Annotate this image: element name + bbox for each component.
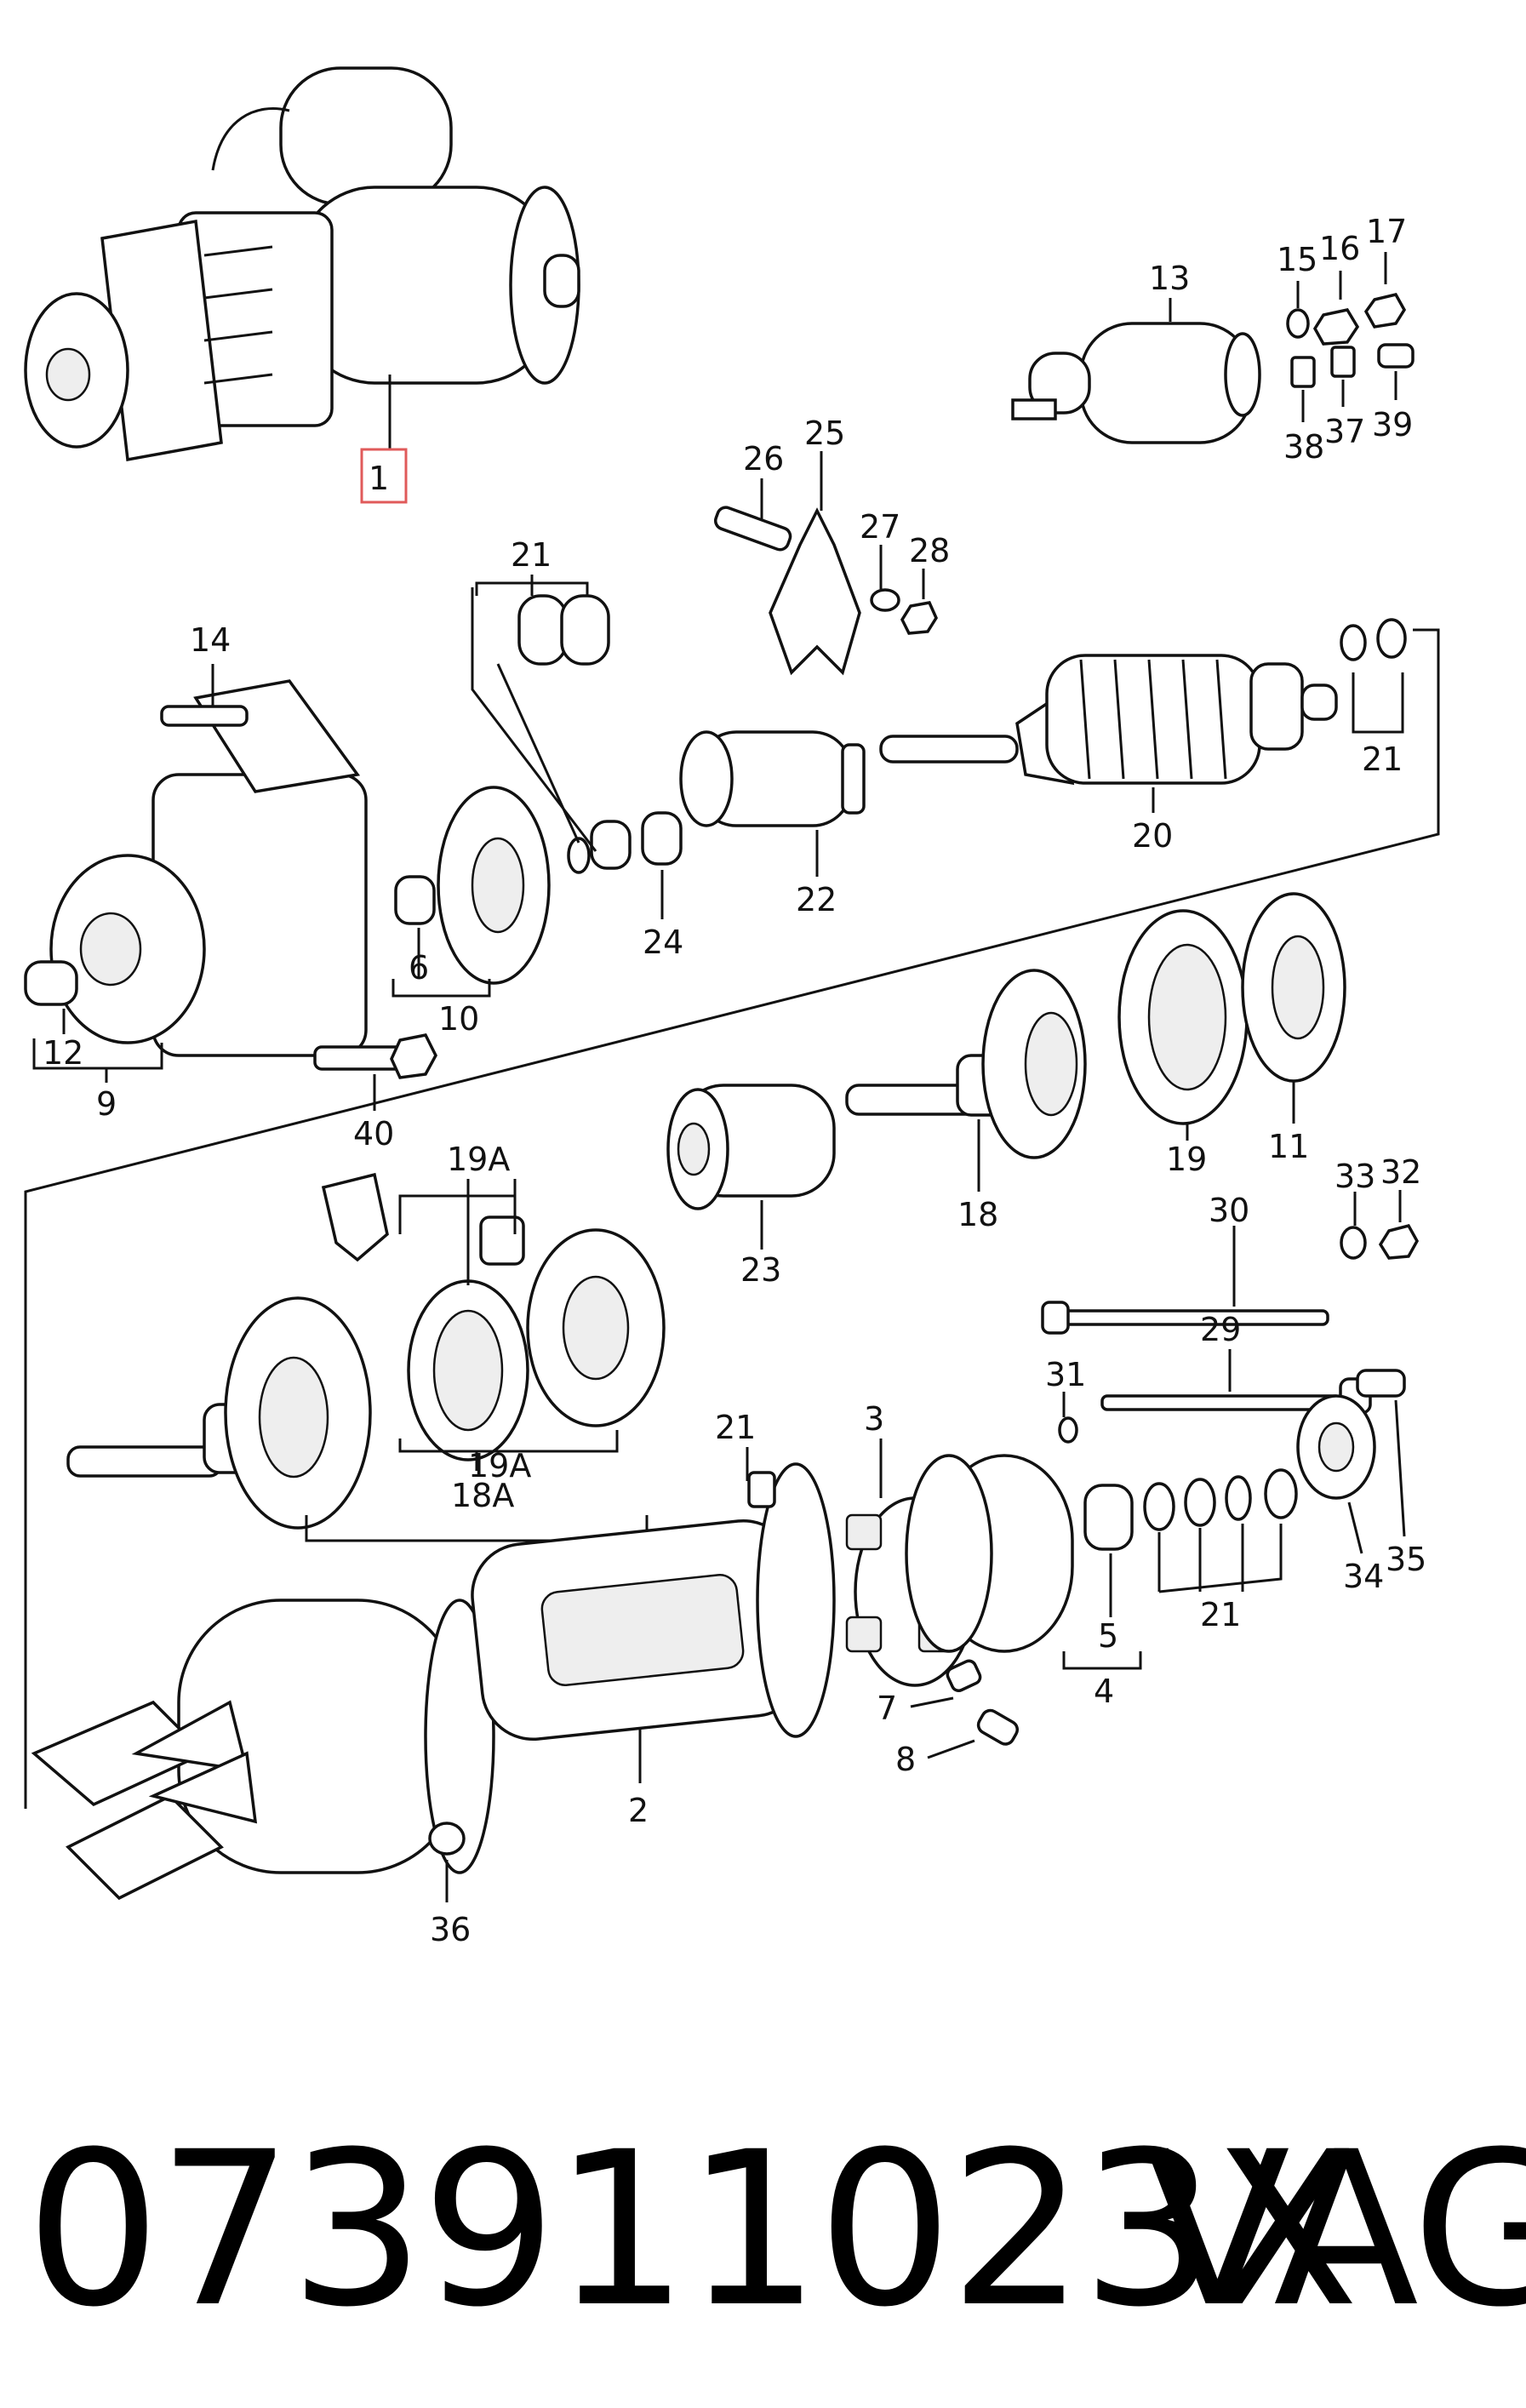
solenoid-switch [31, 1599, 495, 1901]
callout-11: 11 [1268, 1128, 1309, 1165]
callout-39: 39 [1372, 406, 1413, 443]
brand-name: VAG [1145, 2106, 1526, 2354]
callout-18a: 18A [451, 1477, 514, 1514]
callout-32: 32 [1380, 1153, 1421, 1191]
field-frame [471, 1462, 836, 1742]
callout-22: 22 [796, 881, 837, 918]
callout-18: 18 [957, 1196, 998, 1233]
callout-12: 12 [43, 1034, 83, 1072]
intermediate-bearing-plate [437, 786, 551, 985]
callout-1-highlight-box [360, 448, 408, 504]
callout-24: 24 [643, 924, 683, 961]
callout-4: 4 [1094, 1673, 1114, 1710]
callout-33: 33 [1335, 1158, 1375, 1195]
drive-end-housing [24, 679, 368, 1057]
callout-27: 27 [860, 508, 900, 546]
callout-28: 28 [909, 532, 950, 569]
callout-6: 6 [409, 949, 429, 987]
callout-14: 14 [190, 621, 231, 659]
callout-40: 40 [353, 1115, 394, 1153]
callout-36: 36 [430, 1911, 471, 1948]
part-number: 073911023X [26, 2106, 1359, 2354]
part-info-footer: 073911023X VAG [0, 2102, 1526, 2358]
callout-19a-top: 19A [447, 1141, 510, 1178]
callout-21-mid: 21 [715, 1409, 756, 1446]
callout-38: 38 [1283, 428, 1324, 466]
callout-21-top: 21 [511, 536, 552, 574]
bushing-6 [394, 875, 436, 925]
callout-31: 31 [1045, 1356, 1086, 1393]
planetary-assembly-18a [66, 1296, 372, 1530]
grouping-border [471, 587, 597, 852]
end-cap-bushings [1083, 1468, 1298, 1551]
brush-spring-and-screw [946, 1659, 1020, 1746]
armature [879, 618, 1407, 786]
callout-15: 15 [1277, 241, 1317, 278]
end-cap-plate [1296, 1369, 1406, 1500]
solenoid-hardware [1286, 292, 1415, 388]
callout-25: 25 [804, 415, 845, 452]
callout-20: 20 [1132, 817, 1173, 855]
callout-7: 7 [877, 1690, 897, 1727]
callout-34: 34 [1343, 1558, 1384, 1595]
callout-10: 10 [438, 1000, 479, 1038]
callout-5: 5 [1098, 1617, 1118, 1655]
pinion-drive-22 [679, 730, 866, 827]
planetary-shaft [845, 969, 1087, 1159]
pinion-drive-23 [666, 1084, 836, 1210]
callout-16: 16 [1319, 230, 1360, 267]
through-bolts [1041, 1223, 1420, 1444]
callout-2: 2 [628, 1792, 649, 1829]
bolt-40 [313, 1033, 437, 1079]
callout-19a-bottom: 19A [468, 1447, 531, 1484]
starter-motor-assembly [24, 66, 580, 462]
shim-rings [517, 594, 683, 874]
callout-13: 13 [1149, 260, 1190, 297]
callout-labels: 1 2 3 4 5 6 7 8 9 10 11 12 13 14 15 16 1… [43, 213, 1426, 1948]
solenoid [1011, 322, 1261, 444]
callout-17: 17 [1366, 213, 1407, 250]
callout-19: 19 [1166, 1141, 1207, 1178]
callout-23: 23 [740, 1251, 781, 1289]
callout-9: 9 [96, 1085, 117, 1123]
shift-fork [713, 506, 938, 676]
callout-8: 8 [895, 1741, 916, 1778]
callout-1: 1 [369, 460, 389, 497]
retainer-11 [1241, 892, 1346, 1083]
ring-gear-19 [1117, 909, 1249, 1125]
ring-gear-19a [321, 1172, 666, 1461]
callout-29: 29 [1200, 1311, 1241, 1348]
callout-35: 35 [1386, 1541, 1426, 1578]
callout-21-bottom: 21 [1200, 1596, 1241, 1633]
commutator-end-cap [905, 1454, 1074, 1653]
callout-37: 37 [1324, 413, 1365, 450]
callout-21-right: 21 [1362, 741, 1403, 778]
callout-3: 3 [864, 1400, 884, 1438]
callout-26: 26 [743, 440, 784, 478]
callout-30: 30 [1209, 1192, 1249, 1229]
